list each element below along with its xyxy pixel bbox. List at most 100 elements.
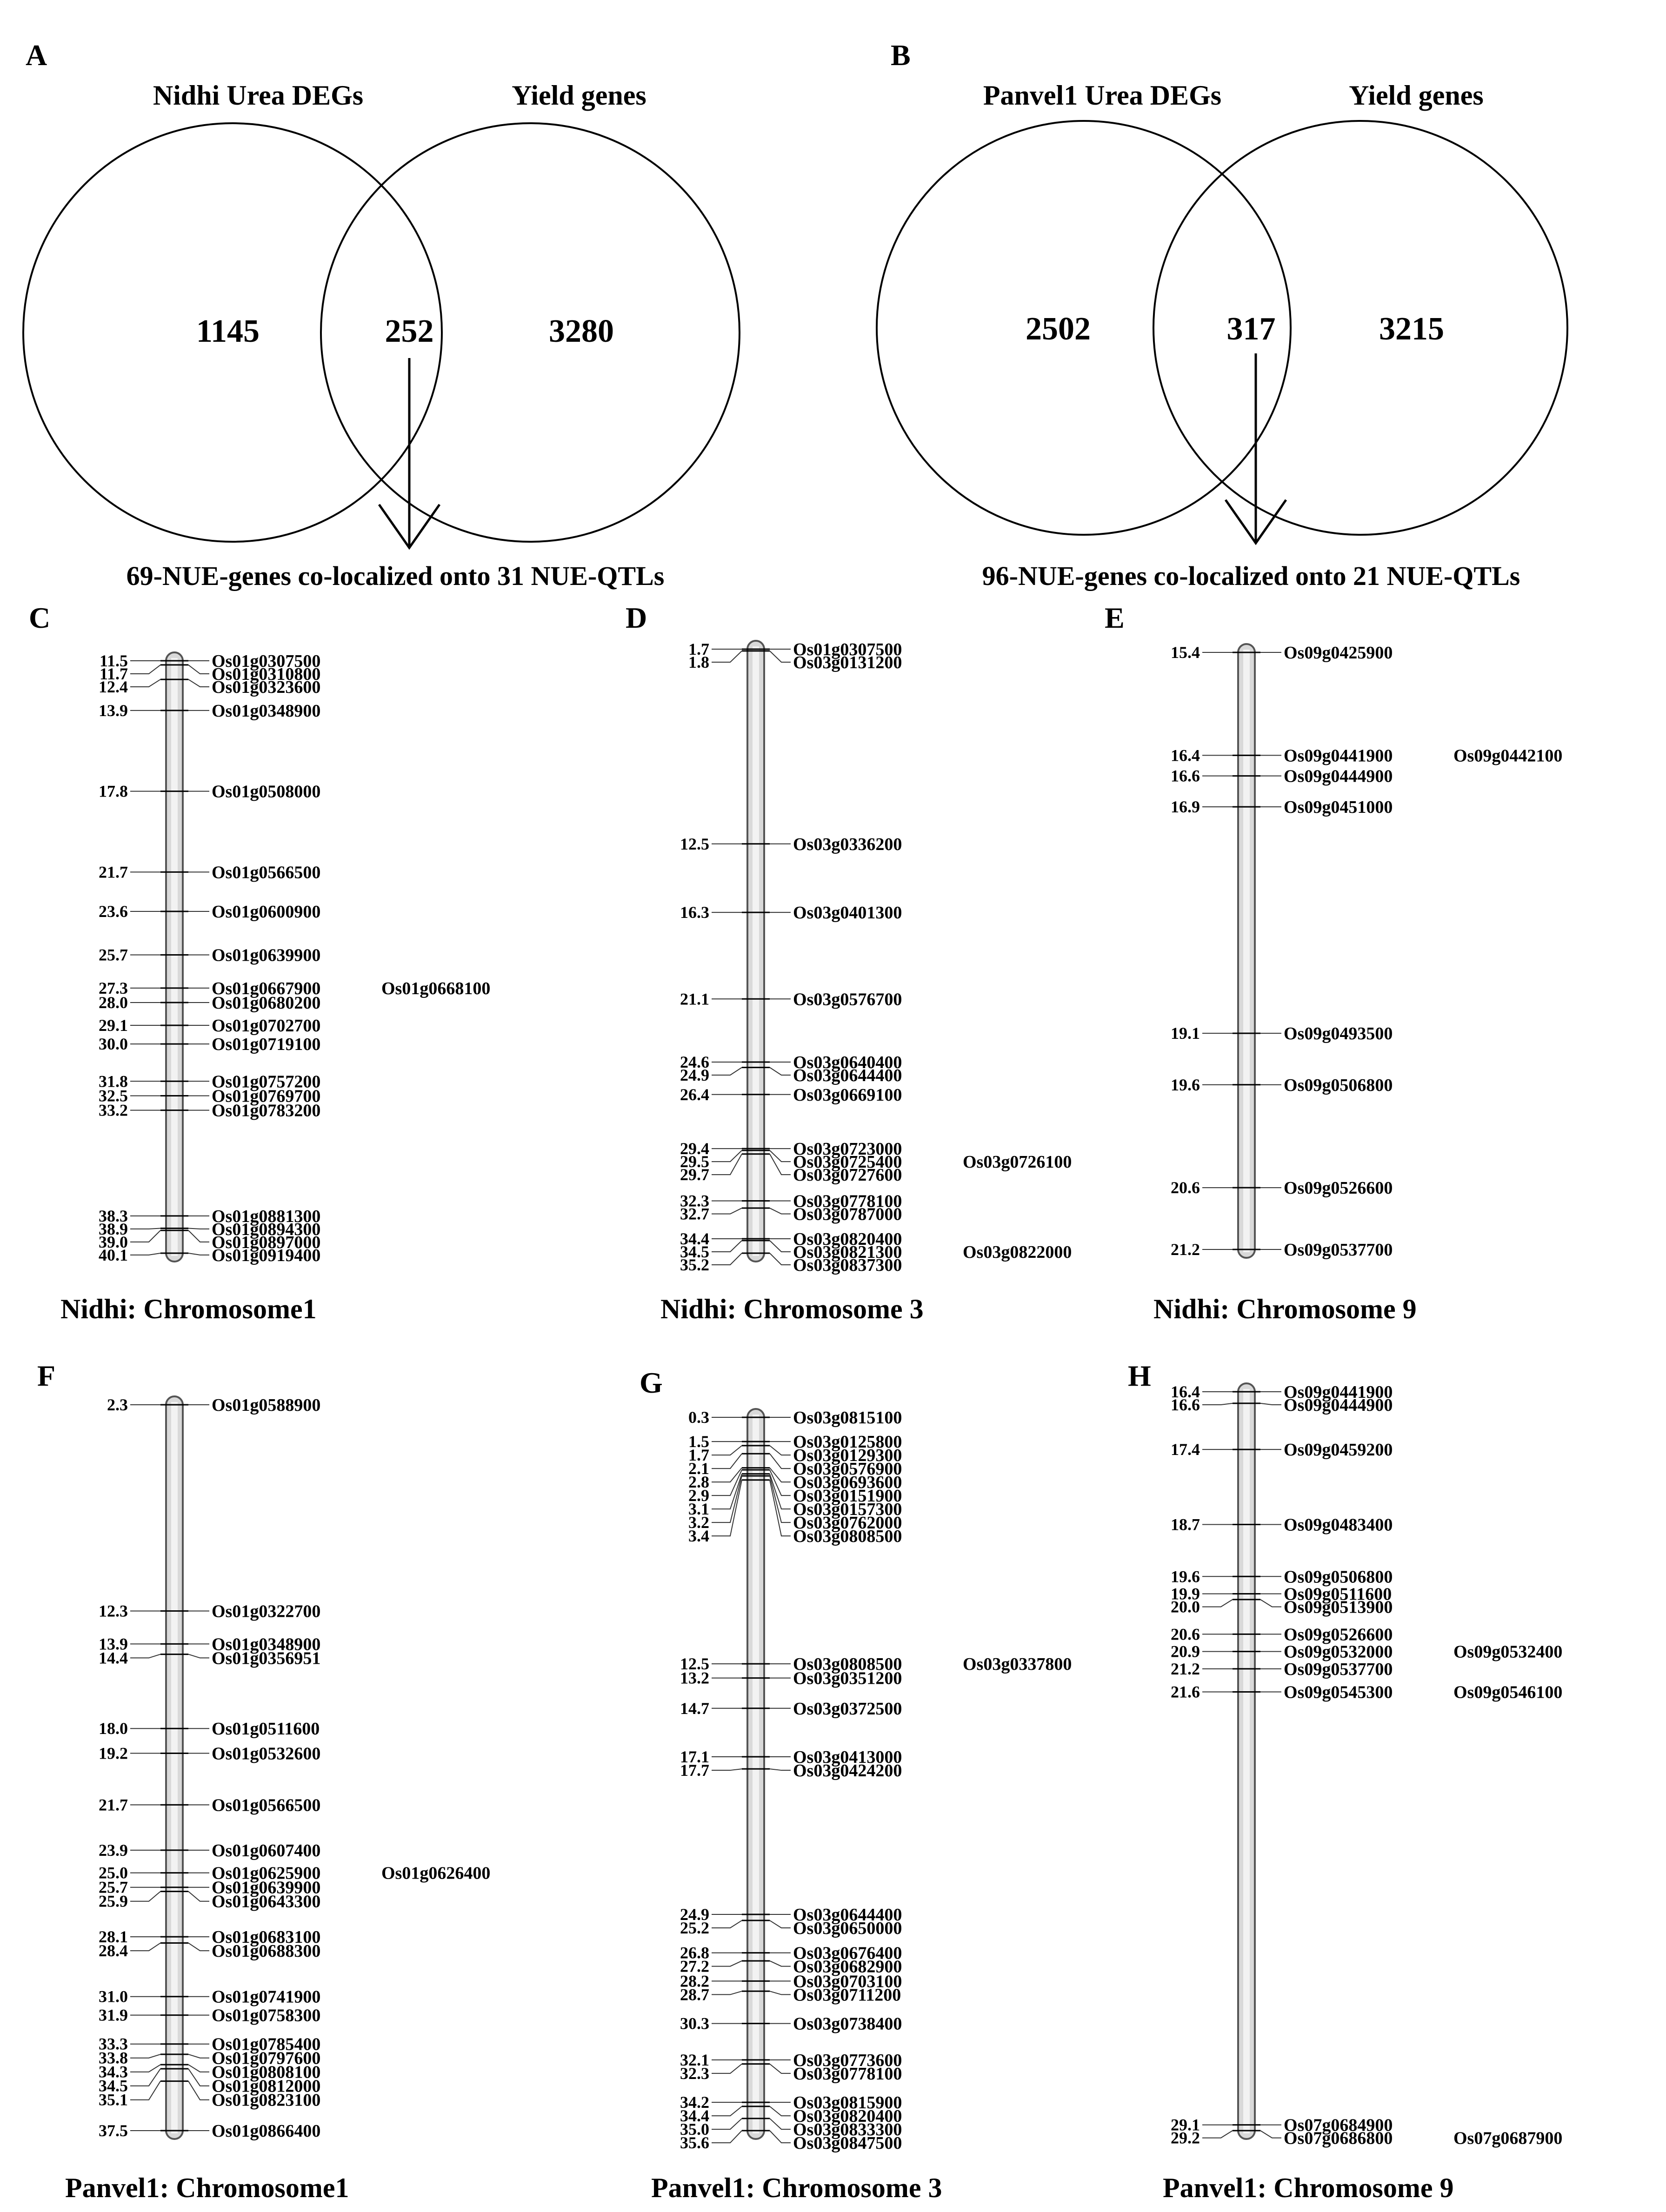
marker-position-label: 2.8 [688,1473,709,1491]
marker-leader-right [188,679,209,687]
gene-label: Os03g0808500 [793,1654,902,1674]
marker-leader-right [769,1920,791,1929]
marker-position-label: 31.0 [99,1987,128,2006]
panel-letter-f: F [37,1359,55,1392]
gene-label: Os01g0588900 [212,1395,320,1415]
gene-label: Os03g0727600 [793,1165,902,1185]
venn-b-left-set-label: Panvel1 Urea DEGs [983,80,1221,111]
marker-position-label: 34.4 [680,2106,709,2125]
marker-leader-right [1260,2130,1281,2139]
gene-label: Os09g0444900 [1284,1395,1393,1415]
marker-position-label: 24.6 [680,1053,709,1071]
marker-position-label: 34.5 [680,1242,709,1261]
gene-label: Os01g0785400 [212,2035,320,2054]
marker-leader-left [712,1920,742,1929]
gene-label: Os03g0723000 [793,1139,902,1159]
marker-position-label: 14.4 [99,1648,128,1667]
marker-leader-left [712,1154,742,1176]
marker-position-label: 1.7 [688,640,709,658]
marker-leader-right [769,1768,791,1771]
venn-b-caption: 96-NUE-genes co-localized onto 21 NUE-QT… [982,561,1520,591]
venn-a-right-set-label: Yield genes [512,80,646,111]
gene-label: Os03g0725400 [793,1152,902,1172]
marker-position-label: 2.1 [688,1459,709,1478]
gene-label: Os03g0837300 [793,1255,902,1275]
gene-label: Os01g0757200 [212,1072,320,1091]
gene-label-secondary: Os09g0532400 [1453,1642,1562,1662]
venn-b-right-circle [1153,120,1568,536]
gene-label: Os01g0307500 [793,640,902,659]
marker-leader-left [130,2068,161,2086]
panel-letter-a: A [26,39,47,72]
panel-letter-h: H [1128,1359,1151,1392]
gene-label: Os01g0566500 [212,1795,320,1815]
gene-label: Os01g0812000 [212,2077,320,2096]
chromosome-title-h: Panvel1: Chromosome 9 [1163,2172,1454,2203]
gene-label: Os03g0129300 [793,1446,902,1465]
gene-label: Os03g0787000 [793,1205,902,1224]
venn-a-left-set-label: Nidhi Urea DEGs [153,80,363,111]
marker-position-label: 16.9 [1171,797,1200,816]
marker-leader-left [712,1480,742,1537]
marker-leader-left [130,679,161,687]
marker-leader-left [712,2063,742,2074]
marker-position-label: 16.4 [1171,746,1200,764]
marker-position-label: 32.3 [680,2064,709,2083]
venn-b-left-count: 2502 [1026,311,1091,347]
marker-leader-right [1260,1599,1281,1608]
gene-label: Os01g0639900 [212,946,320,965]
marker-leader-left [712,2118,742,2130]
marker-position-label: 29.2 [1171,2129,1200,2147]
marker-leader-right [188,1942,209,1952]
marker-position-label: 1.5 [688,1432,709,1451]
gene-label: Os03g0336200 [793,835,902,854]
marker-position-label: 16.6 [1171,1395,1200,1414]
marker-position-label: 30.3 [680,2014,709,2033]
marker-leader-left [712,2130,742,2144]
gene-label: Os01g0769700 [212,1086,320,1106]
marker-position-label: 17.1 [680,1747,709,1766]
marker-leader-left [712,1445,742,1456]
gene-label: Os01g0919400 [212,1246,320,1265]
marker-position-label: 16.6 [1171,767,1200,785]
marker-leader-right [769,1474,791,1510]
marker-leader-left [712,1208,742,1215]
marker-position-label: 29.4 [680,1139,709,1158]
marker-position-label: 2.9 [688,1486,709,1505]
marker-position-label: 21.2 [1171,1240,1200,1259]
marker-position-label: 21.7 [99,863,128,881]
marker-position-label: 28.1 [99,1927,128,1946]
venn-b-arrow [1224,353,1287,545]
marker-position-label: 29.1 [99,1016,128,1035]
gene-label: Os03g0131200 [793,653,902,672]
venn-a: A Nidhi Urea DEGs Yield genes 1145 252 3… [22,39,740,591]
gene-label: Os03g0821300 [793,1242,902,1262]
gene-label: Os01g0643300 [212,1892,320,1912]
marker-position-label: 38.9 [99,1220,128,1238]
gene-label: Os03g0640400 [793,1053,902,1072]
gene-label: Os03g0576900 [793,1459,902,1479]
marker-position-label: 33.2 [99,1101,128,1120]
marker-position-label: 21.6 [1171,1683,1200,1701]
gene-label: Os01g0348900 [212,701,320,721]
marker-position-label: 17.7 [680,1761,709,1780]
marker-leader-right [188,2081,209,2100]
gene-label: Os01g0680200 [212,993,320,1013]
gene-label: Os03g0820400 [793,1229,902,1249]
gene-label: Os01g0702700 [212,1016,320,1036]
marker-leader-left [130,1253,161,1255]
marker-position-label: 19.6 [1171,1567,1200,1586]
marker-leader-right [188,1654,209,1659]
marker-leader-right [188,1230,209,1242]
gene-label: Os09g0444900 [1284,767,1393,786]
marker-position-label: 29.7 [680,1165,709,1184]
marker-leader-left [712,1474,742,1510]
chromosome-bar-highlight [753,1415,759,2133]
gene-label: Os03g0693600 [793,1473,902,1492]
gene-label-secondary: Os09g0546100 [1453,1683,1562,1702]
marker-position-label: 13.2 [680,1669,709,1687]
gene-label: Os03g0847500 [793,2133,902,2153]
gene-label: Os03g0401300 [793,903,902,923]
marker-leader-left [712,1991,742,1995]
chromosome-bar-highlight [171,658,178,1256]
